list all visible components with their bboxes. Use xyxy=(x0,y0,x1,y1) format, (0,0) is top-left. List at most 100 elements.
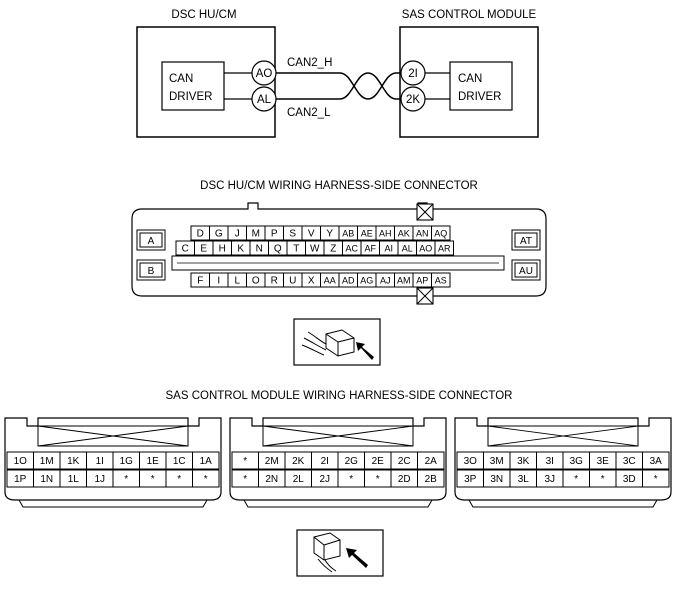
svg-text:3P: 3P xyxy=(464,474,477,485)
dsc-pin-x: X xyxy=(301,272,321,288)
sas-pin-1i: 1I xyxy=(86,451,114,470)
svg-text:2M: 2M xyxy=(265,456,279,467)
svg-text:L: L xyxy=(234,276,240,287)
sas-pin-1k: 1K xyxy=(59,451,87,470)
dsc-pin-r: R xyxy=(264,272,284,288)
dsc-pin-q: Q xyxy=(268,240,288,256)
svg-text:Z: Z xyxy=(330,244,336,255)
terminal-2k-label: 2K xyxy=(406,94,420,106)
sas-pin-1l: 1L xyxy=(59,469,87,488)
sas-pin-empty: * xyxy=(364,469,392,488)
sas-pin-2b: 2B xyxy=(417,469,445,488)
dsc-pin-ag: AG xyxy=(357,272,377,288)
svg-text:H: H xyxy=(219,244,226,255)
svg-text:1I: 1I xyxy=(96,456,104,467)
svg-text:2A: 2A xyxy=(425,456,438,467)
svg-text:AL: AL xyxy=(402,244,413,254)
svg-text:3J: 3J xyxy=(544,474,555,485)
dsc-pin-f: F xyxy=(190,272,210,288)
dsc-can-driver-label-1: CAN xyxy=(169,73,193,85)
dsc-pin-m: M xyxy=(246,225,266,241)
svg-text:3C: 3C xyxy=(623,456,636,467)
svg-text:Q: Q xyxy=(274,244,282,255)
sas-pin-empty: * xyxy=(231,469,259,488)
sas-pin-2k: 2K xyxy=(284,451,312,470)
svg-text:M: M xyxy=(252,229,260,240)
dsc-pin-u: U xyxy=(283,272,303,288)
dsc-pin-ah: AH xyxy=(375,225,395,241)
dsc-can-driver-label-2: DRIVER xyxy=(169,91,212,103)
svg-text:AD: AD xyxy=(342,276,355,286)
dsc-side-label-au: AU xyxy=(519,266,533,277)
dsc-pin-as: AS xyxy=(431,272,451,288)
svg-text:U: U xyxy=(289,276,296,287)
dsc-pin-c: C xyxy=(175,240,195,256)
sas-pin-2d: 2D xyxy=(390,469,418,488)
dsc-pin-ac: AC xyxy=(342,240,362,256)
svg-text:AS: AS xyxy=(435,276,447,286)
sas-pin-empty: * xyxy=(337,469,365,488)
svg-text:2I: 2I xyxy=(321,456,329,467)
dsc-pin-ap: AP xyxy=(412,272,432,288)
sas-pin-empty: * xyxy=(192,469,220,488)
dsc-pin-i: I xyxy=(209,272,229,288)
svg-text:3G: 3G xyxy=(570,456,584,467)
dsc-pin-l: L xyxy=(227,272,247,288)
svg-text:*: * xyxy=(654,474,658,485)
svg-text:*: * xyxy=(574,474,578,485)
svg-text:AR: AR xyxy=(438,244,451,254)
svg-text:2E: 2E xyxy=(372,456,385,467)
svg-text:AQ: AQ xyxy=(434,229,447,239)
sas-pin-1e: 1E xyxy=(139,451,167,470)
svg-text:3I: 3I xyxy=(546,456,554,467)
terminal-al-label: AL xyxy=(257,94,272,106)
sas-pin-1g: 1G xyxy=(112,451,140,470)
svg-text:2L: 2L xyxy=(293,474,305,485)
svg-text:1N: 1N xyxy=(40,474,53,485)
sas-pin-2e: 2E xyxy=(364,451,392,470)
svg-text:V: V xyxy=(308,229,315,240)
dsc-pin-ad: AD xyxy=(338,272,358,288)
svg-text:1C: 1C xyxy=(173,456,186,467)
dsc-pin-p: P xyxy=(264,225,284,241)
svg-text:AG: AG xyxy=(360,276,373,286)
sas-pin-1m: 1M xyxy=(33,451,61,470)
sas-pin-3l: 3L xyxy=(509,469,537,488)
svg-text:AK: AK xyxy=(398,229,410,239)
svg-text:1J: 1J xyxy=(94,474,105,485)
sas-pin-2g: 2G xyxy=(337,451,365,470)
dsc-module-title: DSC HU/CM xyxy=(171,9,236,21)
svg-text:T: T xyxy=(293,244,299,255)
sas-pin-2l: 2L xyxy=(284,469,312,488)
dsc-module-box xyxy=(136,26,276,138)
svg-text:*: * xyxy=(204,474,208,485)
svg-text:AO: AO xyxy=(419,244,432,254)
svg-text:AC: AC xyxy=(345,244,358,254)
svg-text:1A: 1A xyxy=(200,456,213,467)
svg-text:AJ: AJ xyxy=(380,276,391,286)
connector-view-icon-dsc xyxy=(293,318,381,366)
dsc-pin-t: T xyxy=(286,240,306,256)
svg-text:*: * xyxy=(601,474,605,485)
twisted-pair-wire xyxy=(276,72,401,100)
dsc-pin-aa: AA xyxy=(320,272,340,288)
dsc-pin-ak: AK xyxy=(394,225,414,241)
dsc-pin-g: G xyxy=(209,225,229,241)
dsc-pin-ar: AR xyxy=(434,240,454,256)
sas-pin-3o: 3O xyxy=(456,451,484,470)
svg-text:O: O xyxy=(252,276,260,287)
dsc-side-label-at: AT xyxy=(520,236,532,247)
svg-text:3O: 3O xyxy=(464,456,478,467)
svg-text:3K: 3K xyxy=(517,456,530,467)
dsc-can-driver-box xyxy=(161,61,225,111)
dsc-pin-ai: AI xyxy=(379,240,399,256)
svg-text:2G: 2G xyxy=(345,456,359,467)
svg-text:1L: 1L xyxy=(68,474,80,485)
sas-pin-1j: 1J xyxy=(86,469,114,488)
sas-pin-3c: 3C xyxy=(615,451,643,470)
sas-pin-empty: * xyxy=(139,469,167,488)
svg-text:X: X xyxy=(308,276,315,287)
svg-text:3N: 3N xyxy=(490,474,503,485)
svg-text:J: J xyxy=(235,229,240,240)
